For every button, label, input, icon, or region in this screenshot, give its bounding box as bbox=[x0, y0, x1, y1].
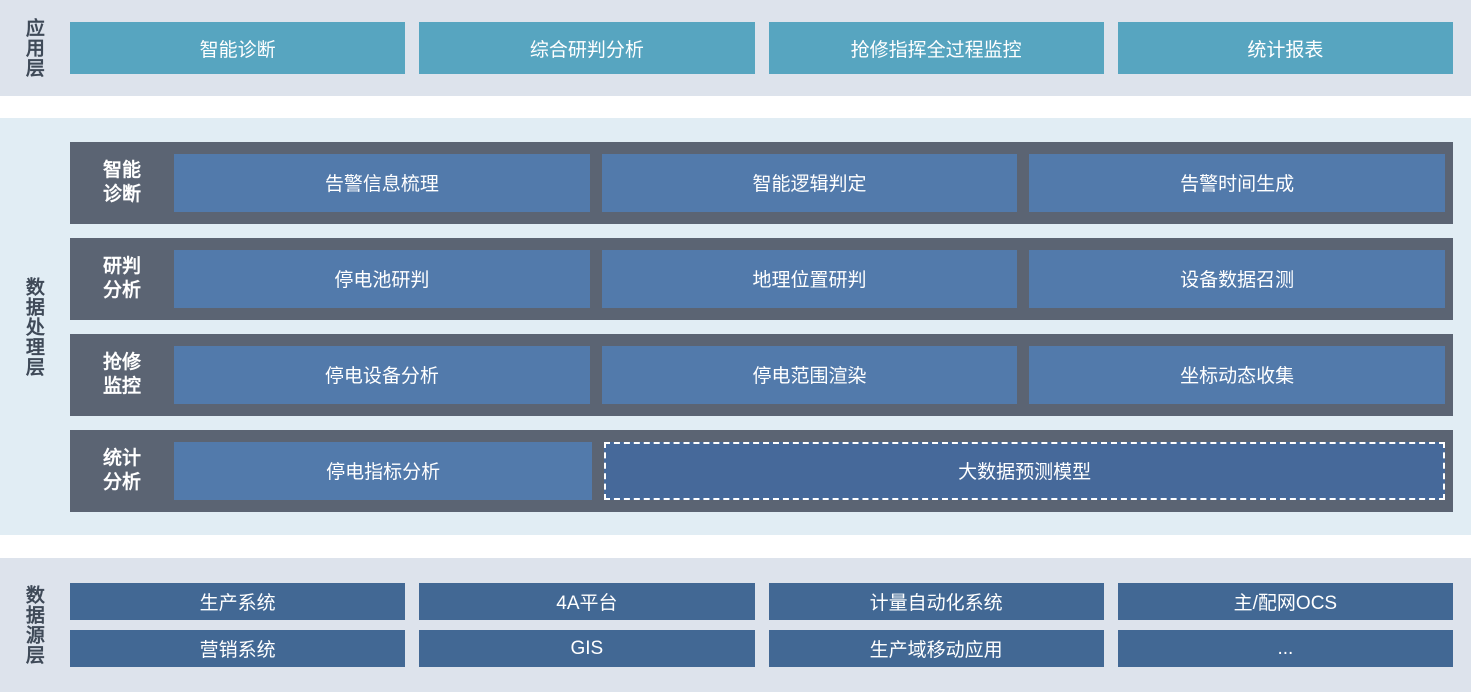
proc-cell-coordinate-dynamic-collection[interactable]: 坐标动态收集 bbox=[1029, 345, 1446, 404]
proc-cell-alarm-time-generation[interactable]: 告警时间生成 bbox=[1029, 153, 1446, 212]
proc-cell-outage-judgment[interactable]: 停电池研判 bbox=[174, 249, 590, 308]
proc-row-cells: 告警信息梳理 智能逻辑判定 告警时间生成 bbox=[174, 142, 1453, 224]
layer-divider-2 bbox=[0, 535, 1471, 558]
app-box-label: 统计报表 bbox=[1247, 39, 1324, 61]
proc-row-judgment-analysis: 研判分析 停电池研判 地理位置研判 设备数据召测 bbox=[70, 237, 1453, 320]
src-box-production-mobile-app[interactable]: 生产域移动应用 bbox=[768, 630, 1104, 667]
proc-cell-alarm-info-sorting[interactable]: 告警信息梳理 bbox=[174, 153, 590, 212]
application-layer: 应用层 智能诊断 综合研判分析 抢修指挥全过程监控 统计报表 bbox=[0, 0, 1471, 96]
application-layer-boxes: 智能诊断 综合研判分析 抢修指挥全过程监控 统计报表 bbox=[66, 0, 1471, 96]
src-box-label: 计量自动化系统 bbox=[869, 593, 1003, 614]
proc-cell-label: 大数据预测模型 bbox=[958, 462, 1092, 483]
proc-row-statistical-analysis: 统计分析 停电指标分析 大数据预测模型 bbox=[70, 429, 1453, 512]
proc-row-repair-monitoring: 抢修监控 停电设备分析 停电范围渲染 坐标动态收集 bbox=[70, 333, 1453, 416]
src-box-label: GIS bbox=[570, 637, 604, 659]
app-box-intelligent-diagnosis[interactable]: 智能诊断 bbox=[70, 22, 406, 74]
proc-row-cells: 停电设备分析 停电范围渲染 坐标动态收集 bbox=[174, 334, 1453, 416]
data-processing-layer: 数据处理层 智能诊断 告警信息梳理 智能逻辑判定 告警时间生成 bbox=[0, 118, 1471, 535]
proc-cell-outage-device-analysis[interactable]: 停电设备分析 bbox=[174, 345, 590, 404]
proc-cell-outage-index-analysis[interactable]: 停电指标分析 bbox=[174, 441, 593, 500]
application-layer-label: 应用层 bbox=[22, 18, 44, 78]
app-box-comprehensive-analysis[interactable]: 综合研判分析 bbox=[419, 22, 755, 74]
proc-cell-label: 停电设备分析 bbox=[324, 366, 439, 387]
data-source-layer: 数据源层 生产系统 4A平台 计量自动化系统 主/配网OCS 营销系统 bbox=[0, 558, 1471, 692]
src-box-label: 生产域移动应用 bbox=[869, 640, 1003, 661]
proc-row-cells: 停电池研判 地理位置研判 设备数据召测 bbox=[174, 238, 1453, 320]
proc-cell-label: 停电指标分析 bbox=[326, 462, 441, 483]
src-box-marketing-system[interactable]: 营销系统 bbox=[70, 630, 406, 667]
proc-cell-label: 停电池研判 bbox=[334, 270, 430, 291]
proc-row-label: 智能诊断 bbox=[102, 159, 141, 205]
src-box-label: 主/配网OCS bbox=[1233, 593, 1338, 614]
proc-cell-label: 设备数据召测 bbox=[1180, 270, 1295, 291]
app-box-label: 智能诊断 bbox=[199, 39, 276, 61]
proc-cell-geographic-location-judgment[interactable]: 地理位置研判 bbox=[601, 249, 1018, 308]
src-box-gis[interactable]: GIS bbox=[419, 630, 755, 667]
data-source-rows: 生产系统 4A平台 计量自动化系统 主/配网OCS 营销系统 GIS bbox=[66, 558, 1471, 692]
proc-cell-label: 智能逻辑判定 bbox=[752, 174, 867, 195]
proc-row-label: 抢修监控 bbox=[102, 351, 141, 397]
src-box-label: 4A平台 bbox=[556, 593, 618, 614]
proc-row-intelligent-diagnosis: 智能诊断 告警信息梳理 智能逻辑判定 告警时间生成 bbox=[70, 141, 1453, 224]
data-processing-rows: 智能诊断 告警信息梳理 智能逻辑判定 告警时间生成 研判分析 bbox=[66, 118, 1471, 535]
data-source-layer-label: 数据源层 bbox=[22, 585, 44, 665]
src-row-bottom: 营销系统 GIS 生产域移动应用 ... bbox=[70, 630, 1453, 667]
src-box-label: ... bbox=[1277, 637, 1294, 659]
src-box-label: 生产系统 bbox=[199, 593, 276, 614]
proc-cell-intelligent-logic-decision[interactable]: 智能逻辑判定 bbox=[601, 153, 1018, 212]
proc-cell-label: 停电范围渲染 bbox=[752, 366, 867, 387]
proc-cell-big-data-prediction-model[interactable]: 大数据预测模型 bbox=[604, 441, 1445, 500]
src-box-production-system[interactable]: 生产系统 bbox=[70, 583, 406, 620]
proc-cell-label: 告警信息梳理 bbox=[324, 174, 439, 195]
proc-cell-label: 地理位置研判 bbox=[752, 270, 867, 291]
layer-divider-1 bbox=[0, 96, 1471, 118]
src-box-more[interactable]: ... bbox=[1117, 630, 1453, 667]
src-box-label: 营销系统 bbox=[199, 640, 276, 661]
app-box-repair-monitoring[interactable]: 抢修指挥全过程监控 bbox=[768, 22, 1104, 74]
app-box-label: 综合研判分析 bbox=[529, 39, 644, 61]
proc-cell-label: 告警时间生成 bbox=[1180, 174, 1295, 195]
src-box-4a-platform[interactable]: 4A平台 bbox=[419, 583, 755, 620]
app-box-statistical-report[interactable]: 统计报表 bbox=[1117, 22, 1453, 74]
proc-row-label: 研判分析 bbox=[102, 255, 141, 301]
src-box-metering-automation-system[interactable]: 计量自动化系统 bbox=[768, 583, 1104, 620]
proc-cell-label: 坐标动态收集 bbox=[1180, 366, 1295, 387]
proc-cell-outage-range-rendering[interactable]: 停电范围渲染 bbox=[601, 345, 1018, 404]
proc-row-cells: 停电指标分析 大数据预测模型 bbox=[174, 430, 1453, 512]
proc-cell-device-data-polling[interactable]: 设备数据召测 bbox=[1029, 249, 1446, 308]
data-processing-layer-label: 数据处理层 bbox=[22, 276, 44, 377]
src-box-main-distribution-ocs[interactable]: 主/配网OCS bbox=[1117, 583, 1453, 620]
proc-row-label: 统计分析 bbox=[102, 447, 141, 493]
app-box-label: 抢修指挥全过程监控 bbox=[850, 39, 1022, 61]
src-row-top: 生产系统 4A平台 计量自动化系统 主/配网OCS bbox=[70, 583, 1453, 620]
